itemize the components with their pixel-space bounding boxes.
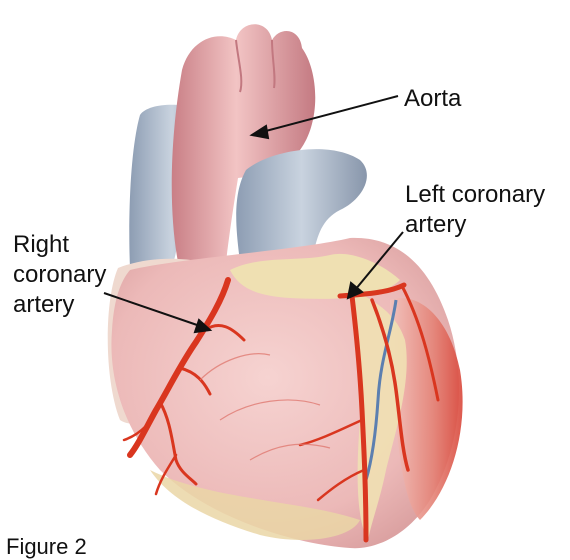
figure-caption: Figure 2 [6,534,87,560]
right-coronary-artery-label: Right coronary artery [13,230,106,320]
left-coronary-artery-label: Left coronary artery [405,180,545,240]
aorta-label: Aorta [404,84,461,114]
